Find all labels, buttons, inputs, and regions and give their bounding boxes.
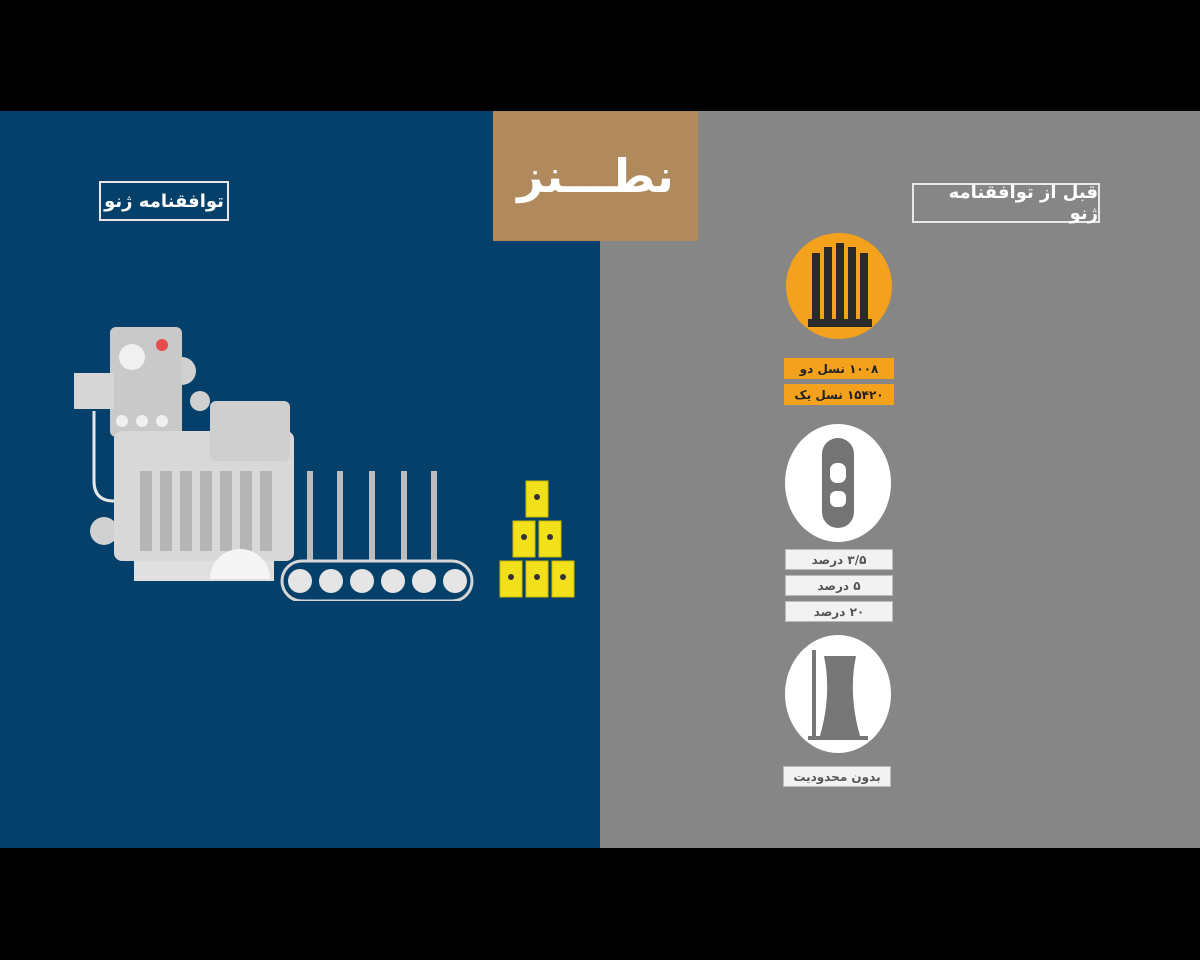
fuel-pellet-icon: [785, 424, 891, 542]
enrichment-level-5: ۵ درصد: [785, 575, 893, 596]
before-agreement-panel: [600, 111, 1200, 848]
cooling-tower-icon: [785, 635, 891, 753]
centrifuge-cascade-icon: [786, 233, 892, 339]
enrichment-level-20: ۲۰ درصد: [785, 601, 893, 622]
fuel-pellet-graphic: [822, 438, 854, 528]
enrichment-machine-illustration: [74, 327, 575, 601]
centrifuge-gen1-count: ۱۵۴۲۰ نسل یک: [784, 384, 894, 405]
conveyor-belt-icon: [280, 559, 474, 601]
enrichment-level-3-5: ۳/۵ درصد: [785, 549, 893, 570]
infographic-frame: نطـــنز توافقنامه ژنو قبل از توافقنامه ژ…: [0, 111, 1200, 848]
before-geneva-agreement-label: قبل از توافقنامه ژنو: [912, 182, 1100, 224]
geneva-agreement-label: توافقنامه ژنو: [99, 181, 229, 221]
page-title: نطـــنز: [493, 111, 698, 241]
centrifuge-cascade-graphic: [808, 243, 872, 327]
conveyor-spindles: [307, 471, 437, 561]
centrifuge-gen2-count: ۱۰۰۸ نسل دو: [784, 358, 894, 379]
reactor-unlimited-tag: بدون محدودیت: [783, 766, 891, 787]
cooling-tower-graphic: [808, 650, 868, 740]
